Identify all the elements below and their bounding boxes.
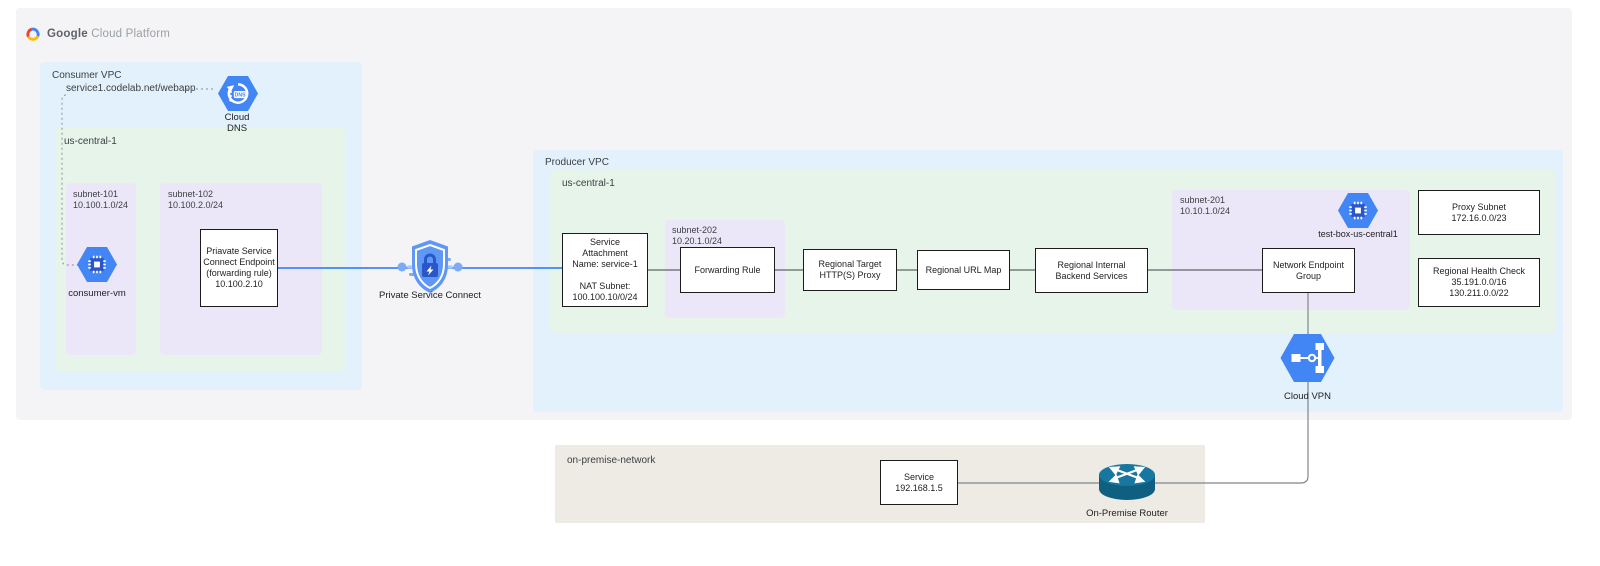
cloud-dns-icon: DNS <box>218 76 258 111</box>
cloud-vpn-label: Cloud VPN <box>1284 391 1331 402</box>
private-service-connect-icon <box>397 240 463 293</box>
on-premise-title: on-premise-network <box>567 455 656 466</box>
cloud-vpn-icon <box>1280 334 1335 382</box>
svg-text:DNS: DNS <box>235 93 246 99</box>
consumer-vm-icon <box>77 247 117 282</box>
test-box-vm-label: test-box-us-central1 <box>1318 229 1398 239</box>
subnet-201-cidr: 10.10.1.0/24 <box>1180 206 1231 216</box>
on-premise-router-icon <box>1099 464 1155 500</box>
service-attachment-node: Service Attachment Name: service-1 NAT S… <box>562 233 648 307</box>
consumer-vpc-title: Consumer VPC <box>52 70 122 81</box>
on-premise-service-node: Service 192.168.1.5 <box>880 460 958 505</box>
brand-name-google: Google <box>47 28 88 40</box>
cloud-dns-label: Cloud DNS <box>224 112 250 134</box>
dns-record-label: service1.codelab.net/webapp <box>66 83 196 94</box>
private-service-connect-label: Private Service Connect <box>379 290 481 301</box>
consumer-vm-label: consumer-vm <box>68 288 126 299</box>
producer-vpc-title: Producer VPC <box>545 157 609 168</box>
test-box-vm-icon <box>1338 193 1378 228</box>
regional-health-check-node: Regional Health Check 35.191.0.0/16 130.… <box>1418 258 1540 307</box>
forwarding-rule-node: Forwarding Rule <box>680 247 775 293</box>
subnet-201-name: subnet-201 <box>1180 195 1226 205</box>
subnet-101-cidr: 10.100.1.0/24 <box>73 200 129 210</box>
brand-name-cloud-platform: Cloud Platform <box>91 28 171 40</box>
regional-url-map-node: Regional URL Map <box>917 250 1010 290</box>
consumer-region-title: us-central-1 <box>64 136 117 147</box>
subnet-202-name: subnet-202 <box>672 225 718 235</box>
subnet-102-name: subnet-102 <box>168 189 214 199</box>
gcp-brand: Google Cloud Platform <box>25 26 170 42</box>
network-endpoint-group-node: Network Endpoint Group <box>1262 248 1355 293</box>
proxy-subnet-node: Proxy Subnet 172.16.0.0/23 <box>1418 190 1540 235</box>
on-premise-router-label: On-Premise Router <box>1086 508 1168 519</box>
google-cloud-logo-icon <box>26 27 40 41</box>
subnet-202-cidr: 10.20.1.0/24 <box>672 236 723 246</box>
psc-endpoint-node: Priavate Service Connect Endpoint (forwa… <box>200 229 278 307</box>
subnet-102-cidr: 10.100.2.0/24 <box>168 200 224 210</box>
producer-region-title: us-central-1 <box>562 178 615 189</box>
regional-target-proxy-node: Regional Target HTTP(S) Proxy <box>803 249 897 291</box>
subnet-101-name: subnet-101 <box>73 189 119 199</box>
regional-internal-backend-services-node: Regional Internal Backend Services <box>1035 248 1148 293</box>
